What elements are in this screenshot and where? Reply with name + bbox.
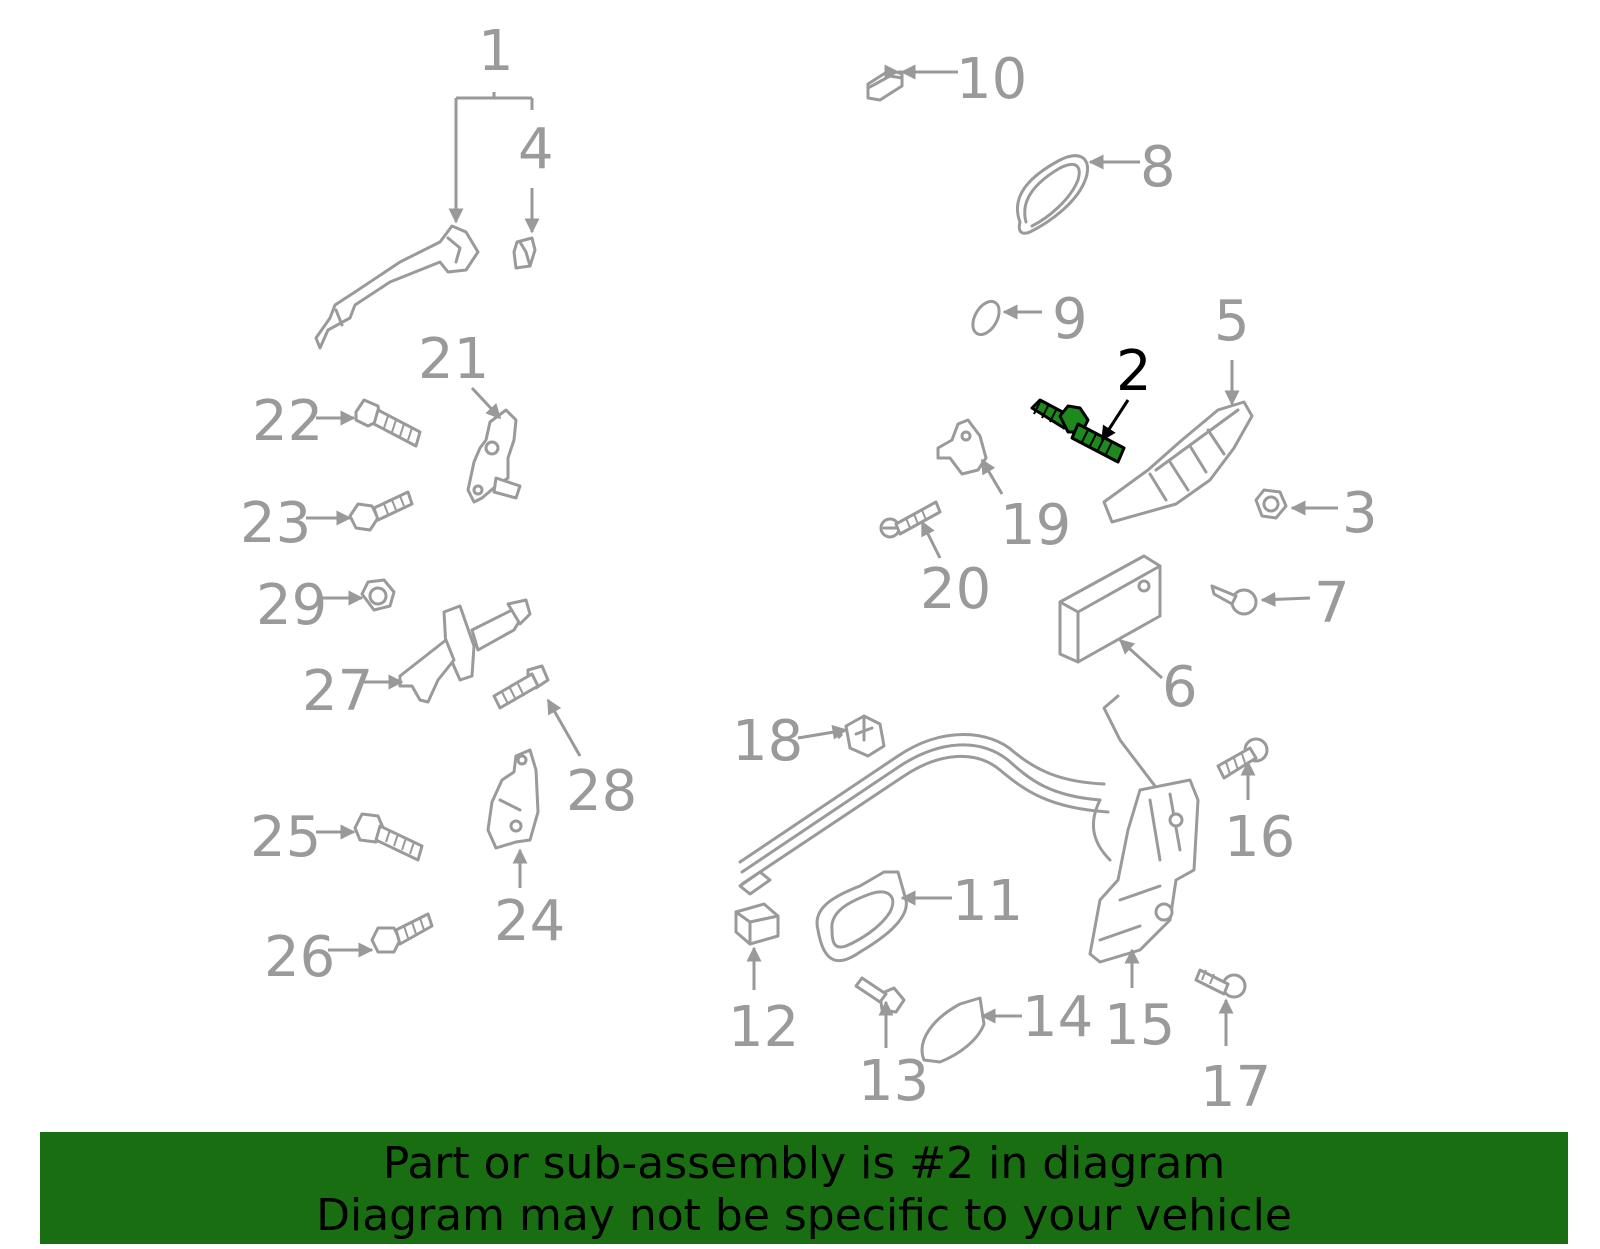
part-16-screw (1216, 737, 1269, 780)
part-27-door-check (398, 598, 532, 704)
callout-15: 15 (1104, 993, 1175, 1058)
callout-11: 11 (952, 869, 1023, 934)
callout-12: 12 (728, 995, 799, 1060)
part-4-handle-cap (512, 236, 537, 270)
banner-line-disclaimer: Diagram may not be specific to your vehi… (316, 1190, 1292, 1241)
part-2-striker-stud (1030, 398, 1126, 464)
callout-8: 8 (1140, 135, 1176, 200)
part-5-lock-cover (1102, 400, 1254, 524)
callout-4: 4 (518, 117, 554, 182)
part-14-cap (920, 996, 986, 1064)
callout-17: 17 (1200, 1055, 1271, 1120)
callout-18: 18 (732, 709, 803, 774)
latch-cables (738, 694, 1160, 896)
callout-3: 3 (1342, 481, 1378, 546)
part-10-clip (866, 68, 904, 102)
callout-10: 10 (956, 47, 1027, 112)
callout-9: 9 (1052, 287, 1088, 352)
part-15-door-latch (1088, 778, 1200, 964)
part-9-oring (971, 299, 1001, 337)
callout-5: 5 (1214, 289, 1250, 354)
part-25-bolt (353, 812, 424, 862)
callout-13: 13 (858, 1049, 929, 1114)
callout-1: 1 (478, 19, 514, 84)
callout-25: 25 (250, 805, 321, 870)
callout-29: 29 (256, 573, 327, 638)
callout-19: 19 (1000, 493, 1071, 558)
part-6-actuator (1058, 554, 1162, 664)
callout-22: 22 (252, 389, 323, 454)
part-23-bolt (348, 490, 414, 532)
callout-leaders (306, 64, 1338, 1048)
callout-26: 26 (264, 925, 335, 990)
part-21-hinge (466, 408, 522, 504)
part-12-block (734, 902, 780, 946)
part-22-bolt (354, 398, 422, 448)
part-20-screw (879, 500, 942, 539)
part-13-screw (854, 976, 906, 1014)
info-banner: Part or sub-assembly is #2 in diagram Di… (40, 1132, 1568, 1244)
callout-20: 20 (920, 557, 991, 622)
part-3-nut (1254, 488, 1288, 520)
callout-6: 6 (1162, 655, 1198, 720)
callout-21: 21 (418, 327, 489, 392)
callout-27: 27 (302, 659, 373, 724)
part-8-gasket (1015, 154, 1089, 235)
callout-numbers: 1 4 10 8 9 5 2 3 7 6 19 20 18 16 11 12 1… (240, 19, 1378, 1120)
callout-24: 24 (494, 889, 565, 954)
part-29-nut (360, 578, 396, 612)
callout-2: 2 (1116, 339, 1152, 404)
callout-14: 14 (1022, 985, 1093, 1050)
part-18-clip (844, 714, 886, 758)
callout-7: 7 (1314, 571, 1350, 636)
part-11-inside-handle (815, 870, 908, 963)
callout-28: 28 (566, 759, 637, 824)
part-26-bolt (370, 912, 434, 954)
part-7-clip (1210, 584, 1258, 616)
part-19-bracket (936, 418, 988, 476)
part-17-screw (1194, 968, 1247, 999)
part-1-outside-handle (314, 224, 480, 350)
callout-16: 16 (1224, 805, 1295, 870)
banner-line-part-number: Part or sub-assembly is #2 in diagram (382, 1138, 1226, 1189)
part-24-lower-hinge (486, 748, 540, 850)
part-28-bolt (492, 664, 550, 710)
callout-23: 23 (240, 491, 311, 556)
